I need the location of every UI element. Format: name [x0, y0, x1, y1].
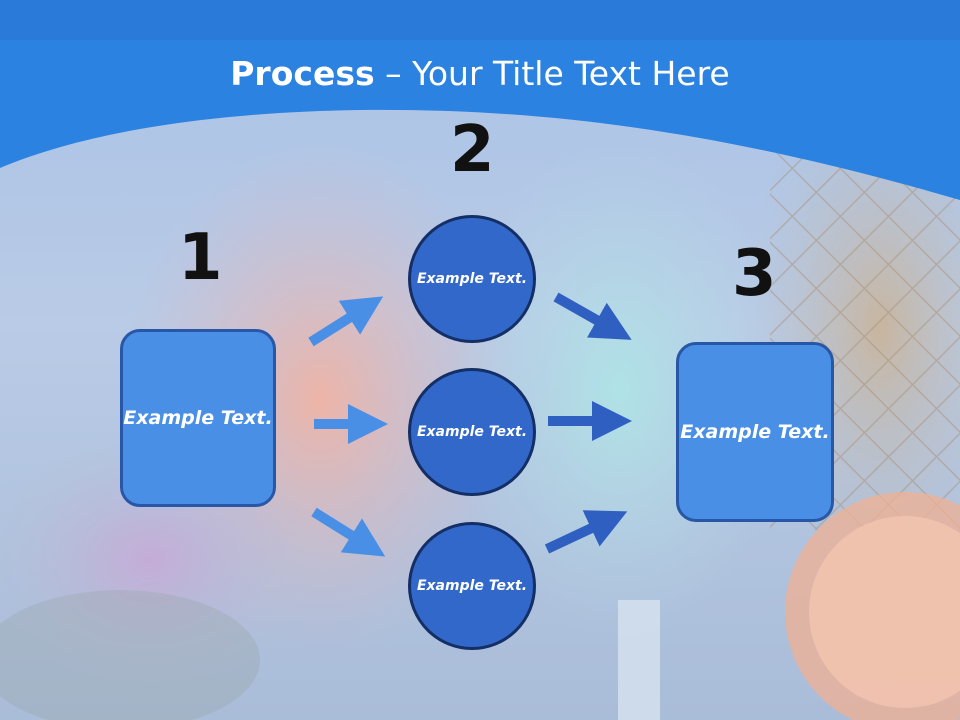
- step-2-text-top: Example Text.: [416, 270, 528, 287]
- slide-title: Process – Your Title Text Here: [0, 50, 960, 98]
- step-number-1: 1: [178, 221, 223, 295]
- arrow-top-to-3: [553, 292, 632, 340]
- step-1-box: Example Text.: [120, 329, 276, 507]
- step-1-text: Example Text.: [123, 406, 273, 429]
- step-number-2: 2: [450, 113, 495, 187]
- step-3-text: Example Text.: [680, 420, 830, 443]
- step-2-circle-bottom: Example Text.: [408, 522, 536, 650]
- step-2-text-bottom: Example Text.: [416, 577, 528, 594]
- title-bold: Process: [230, 54, 375, 93]
- arrow-1-to-bottom: [311, 507, 386, 557]
- step-2-text-middle: Example Text.: [416, 423, 528, 440]
- step-number-3: 3: [732, 237, 777, 311]
- arrow-bottom-to-3: [544, 510, 628, 554]
- step-3-box: Example Text.: [676, 342, 834, 522]
- step-2-circle-middle: Example Text.: [408, 368, 536, 496]
- step-2-circle-top: Example Text.: [408, 215, 536, 343]
- arrow-1-to-top: [308, 296, 384, 347]
- title-rest: – Your Title Text Here: [374, 54, 730, 93]
